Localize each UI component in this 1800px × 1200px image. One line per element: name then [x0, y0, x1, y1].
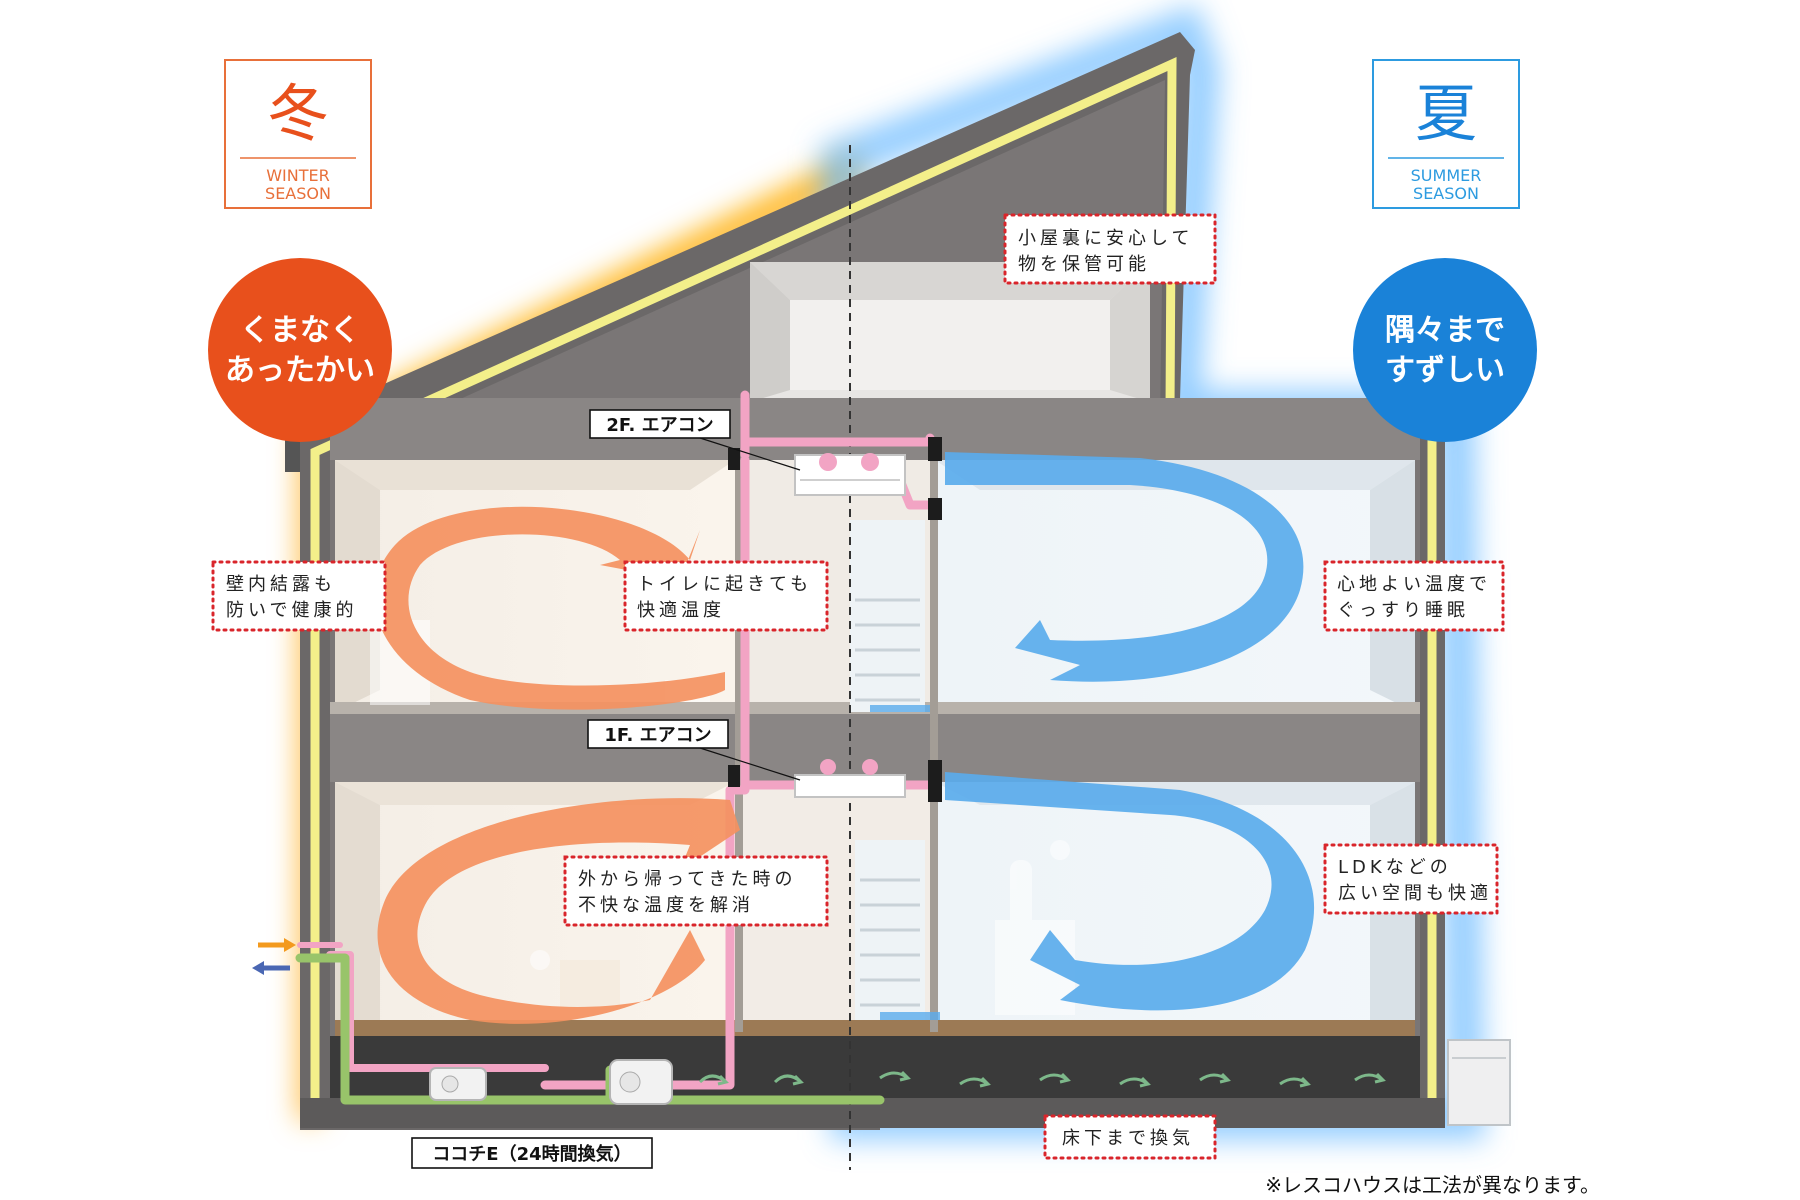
summer-label-line2: SEASON [1413, 184, 1479, 203]
ventilation-label: ココチE（24時間換気） [411, 1137, 653, 1169]
winter-season-box: 冬 WINTER SEASON [224, 59, 372, 209]
ac-2f-label-text: 2F. エアコン [606, 415, 713, 436]
callout-attic-line2: 物を保管可能 [1018, 254, 1150, 275]
summer-badge-line2: すずしい [1385, 353, 1505, 388]
callout-toilet-line2: 快適温度 [637, 600, 725, 621]
summer-badge-line1: 隅々まで [1385, 313, 1505, 348]
exhaust-arrow-icon [252, 961, 290, 975]
callout-toilet: トイレに起きても 快適温度 [623, 560, 829, 632]
summer-season-box: 夏 SUMMER SEASON [1372, 59, 1520, 209]
callout-underfloor-text: 床下まで換気 [1062, 1128, 1194, 1149]
callout-wall-line2: 防いで健康的 [226, 600, 357, 621]
summer-label-line1: SUMMER [1411, 166, 1482, 185]
callout-wall-condensation: 壁内結露も 防いで健康的 [211, 560, 387, 632]
footnote: ※レスコハウスは工法が異なります。 [1265, 1173, 1600, 1197]
winter-label-line1: WINTER [266, 166, 330, 185]
ventilation-unit-icon [429, 1059, 673, 1105]
callout-ldk-line2: 広い空間も快適 [1338, 883, 1492, 904]
callout-underfloor: 床下まで換気 [1043, 1114, 1217, 1160]
winter-kanji: 冬 [267, 77, 329, 150]
callout-return-line2: 不快な温度を解消 [578, 895, 754, 916]
cool-airflow-arrow-2f [945, 452, 1304, 682]
winter-label-line2: SEASON [265, 184, 331, 203]
ac-1f-label: 1F. エアコン [587, 719, 801, 781]
cool-floor-arrows [870, 705, 940, 1020]
callout-sleep-line2: ぐっすり睡眠 [1337, 600, 1469, 621]
callout-toilet-line1: トイレに起きても [637, 574, 812, 595]
callout-return-line1: 外から帰ってきた時の [578, 869, 797, 890]
callout-attic-line1: 小屋裏に安心して [1018, 228, 1193, 249]
winter-badge: くまなく あったかい [208, 258, 392, 442]
cool-airflow-arrow-1f [945, 772, 1315, 1011]
summer-kanji: 夏 [1415, 77, 1477, 150]
callout-attic: 小屋裏に安心して 物を保管可能 [1003, 213, 1217, 285]
staircase [850, 520, 925, 1030]
winter-badge-line1: くまなく [240, 313, 360, 348]
callout-sleep: 心地よい温度で ぐっすり睡眠 [1323, 560, 1505, 632]
ac-unit-icon [794, 453, 906, 798]
ac-1f-label-text: 1F. エアコン [604, 725, 711, 746]
intake-arrow-icon [258, 938, 296, 952]
winter-badge-line2: あったかい [225, 353, 375, 388]
warm-airflow-arrow-1f [377, 798, 740, 1024]
callout-ldk-line1: LDKなどの [1338, 857, 1452, 878]
callout-wall-line1: 壁内結露も [226, 574, 336, 595]
callout-sleep-line1: 心地よい温度で [1337, 574, 1491, 595]
callout-ldk: LDKなどの 広い空間も快適 [1323, 843, 1499, 915]
summer-badge: 隅々まで すずしい [1353, 258, 1537, 442]
callout-return-home: 外から帰ってきた時の 不快な温度を解消 [563, 855, 829, 927]
vent-registers [728, 437, 942, 802]
warm-airflow-arrow-2f [374, 506, 725, 710]
underfloor-airflow-arrows [698, 1070, 1386, 1088]
ac-2f-label: 2F. エアコン [589, 409, 801, 471]
ventilation-label-text: ココチE（24時間換気） [432, 1143, 631, 1165]
